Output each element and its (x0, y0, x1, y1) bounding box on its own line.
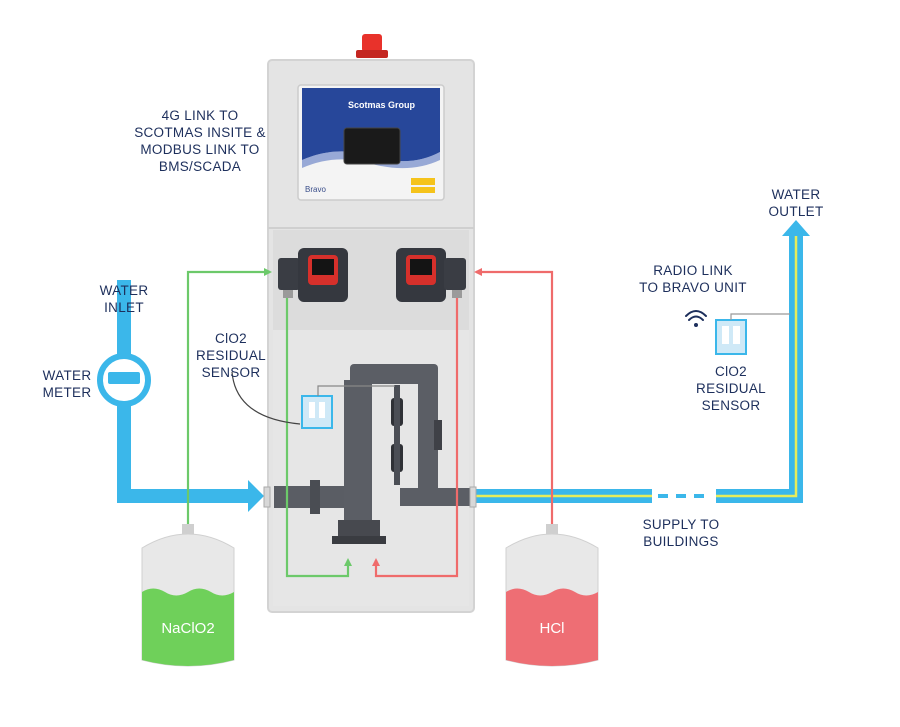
supply-pipe (469, 220, 810, 508)
residual-sensor-left (231, 371, 395, 429)
water-meter-icon (97, 353, 151, 407)
reactor-column (274, 364, 470, 544)
alarm-beacon-icon (356, 34, 388, 58)
brand-name: Scotmas Group (348, 100, 416, 110)
nacl-tank-label: NaClO2 (161, 620, 215, 637)
model-name: Bravo (305, 185, 326, 194)
dosing-pump-left (278, 248, 348, 302)
dosing-pump-right (396, 248, 466, 302)
nacl-dosing-line (186, 268, 352, 578)
hcl-dosing-line (372, 268, 554, 578)
hcl-tank-label: HCl (539, 620, 565, 637)
water-inlet-pipe (117, 280, 271, 512)
residual-sensor-right (715, 313, 790, 355)
hcl-tank (505, 524, 599, 667)
controller-panel (297, 84, 445, 201)
nacl-tank (141, 524, 235, 667)
wifi-icon (685, 310, 707, 327)
